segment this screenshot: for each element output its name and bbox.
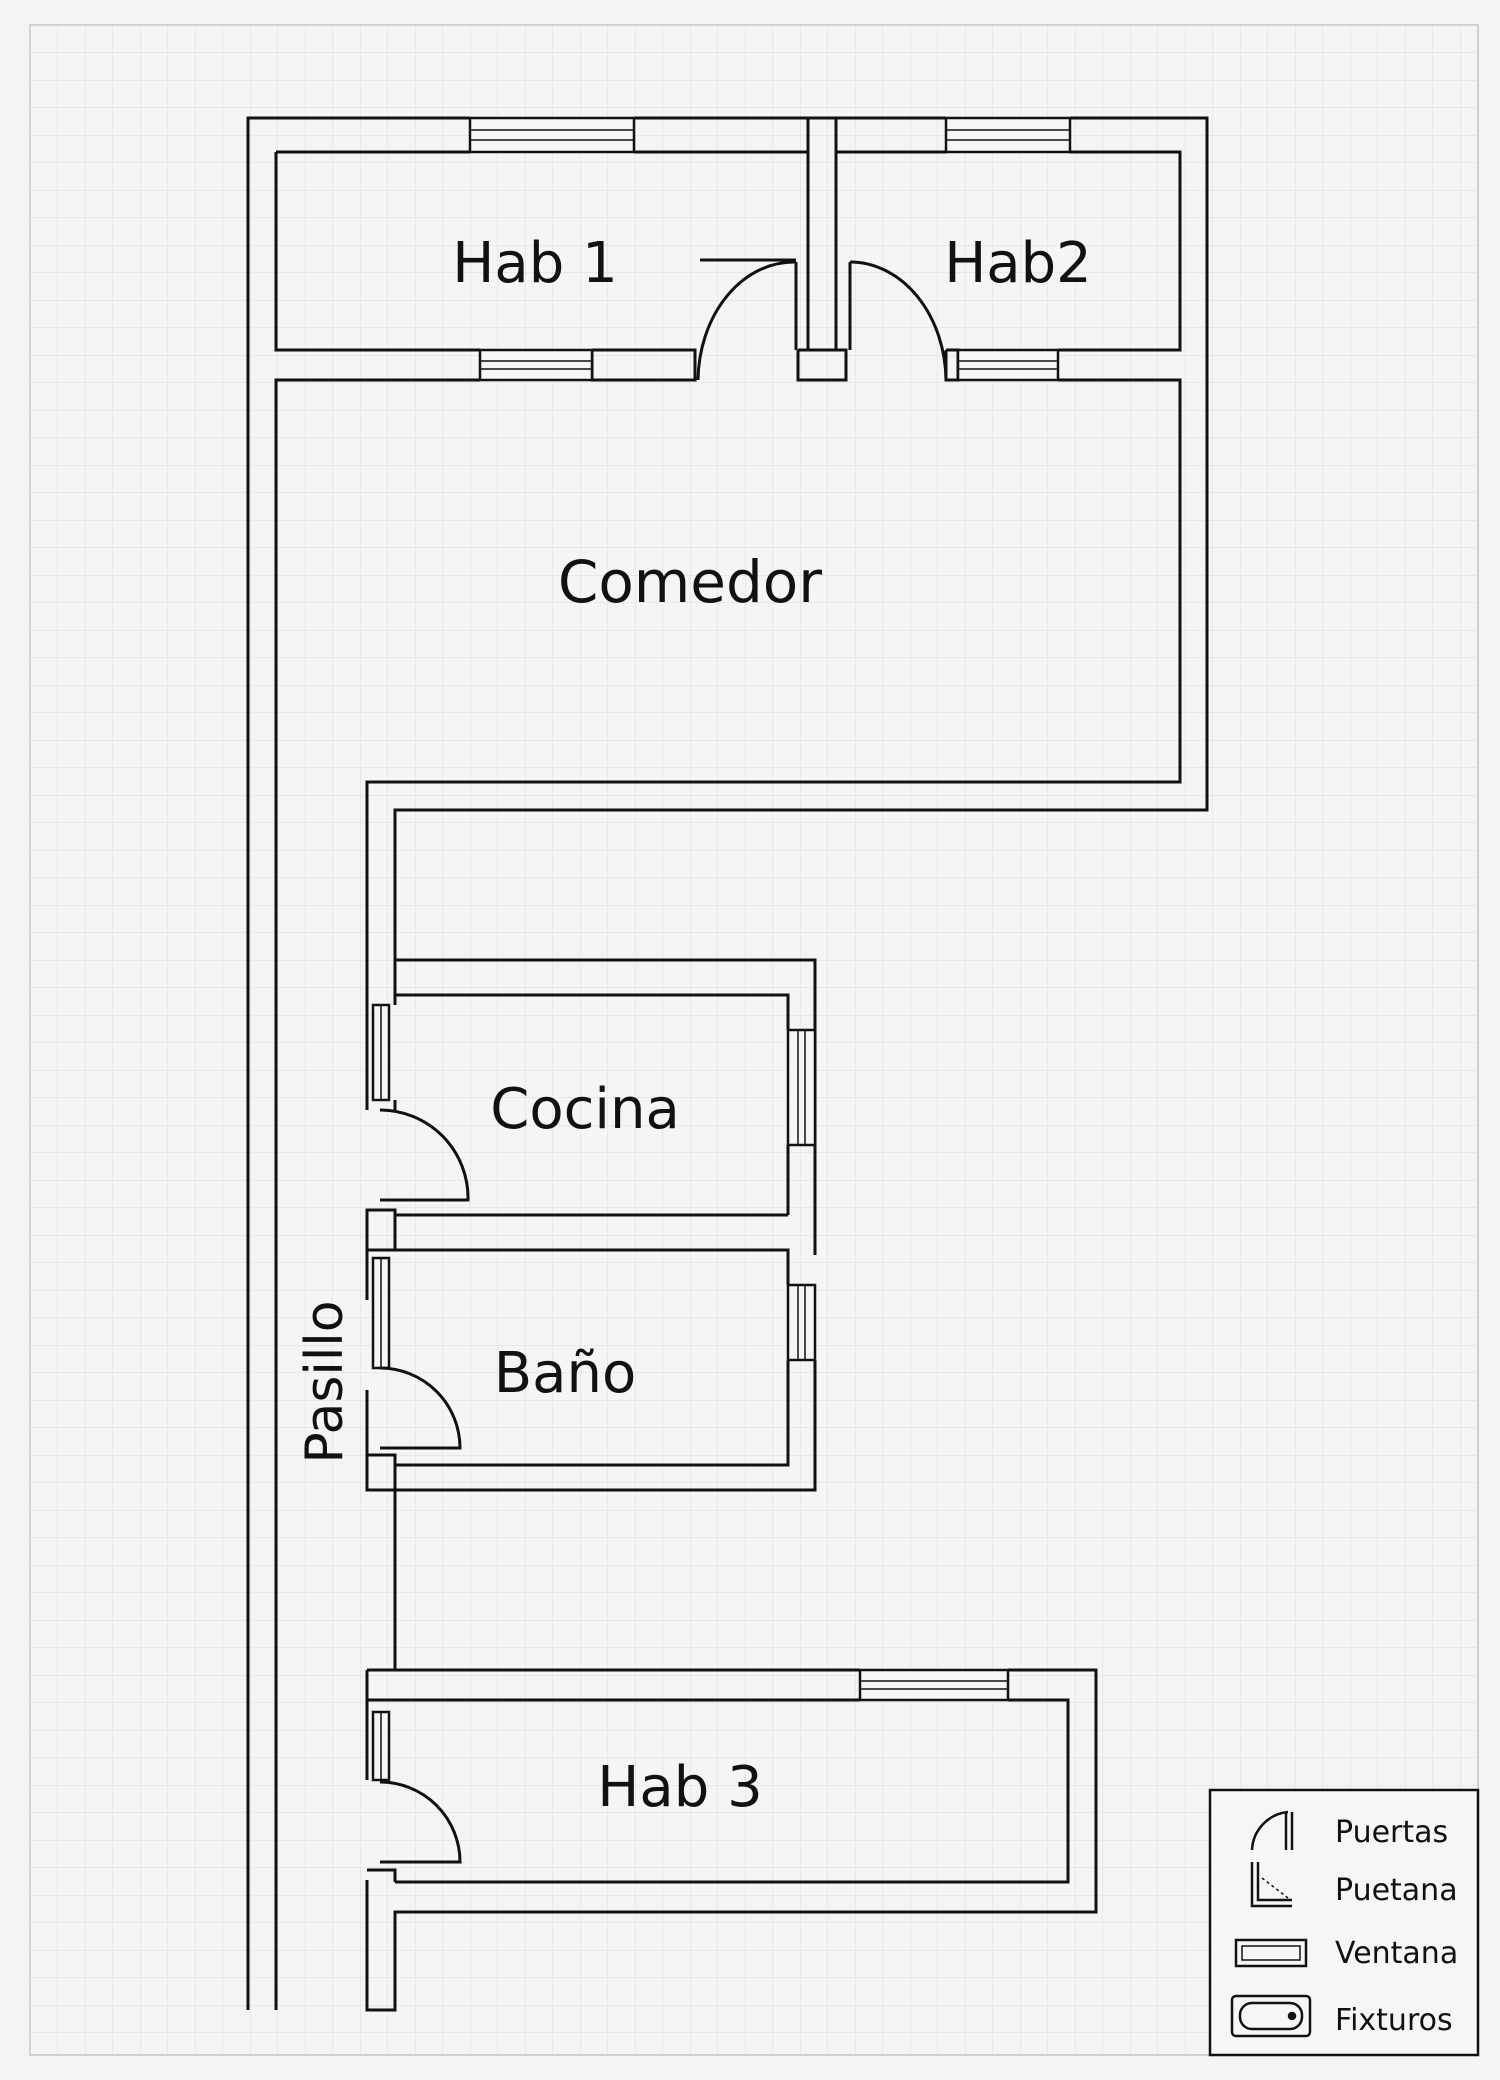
room-label-pasillo: Pasillo [295,1300,355,1463]
door-window-icon [1250,1862,1292,1908]
door-cocina [379,1108,470,1202]
room-label-hab3: Hab 3 [597,1755,762,1820]
walls [246,116,1209,2012]
legend-label-ventana: Ventana [1335,1936,1458,1971]
room-labels: Hab 1 Hab2 Comedor Cocina Baño Hab 3 Pas… [295,231,1092,1820]
window-hab2-bottom [956,348,1060,382]
room-label-comedor: Comedor [558,548,822,616]
window-cocina [786,1028,817,1147]
window-hab3 [858,1668,1010,1702]
legend-label-puetana: Puetana [1335,1873,1458,1908]
window-bano [786,1283,817,1362]
legend-label-fixturos: Fixturos [1335,2003,1453,2038]
grid-lines [30,25,1478,2055]
door-hab1-arc [696,260,797,381]
door-hab2-arc [849,260,948,381]
legend-label-puertas: Puertas [1335,1815,1448,1850]
door-bano [379,1366,462,1450]
window-hab2-top [944,116,1072,154]
window-hab1-bottom [478,348,594,382]
doors [379,258,948,1864]
door-icon [1250,1810,1294,1851]
room-label-bano: Baño [494,1341,637,1406]
room-label-hab2: Hab2 [944,231,1092,296]
room-label-cocina: Cocina [490,1077,680,1142]
door-hab3 [379,1780,462,1864]
room-label-hab1: Hab 1 [452,231,617,296]
legend: Puertas Puetana Ventana Fixturos [1208,1788,1480,2057]
bathtub-icon [1230,1994,1312,2038]
window-hab1-top [468,116,636,154]
window-icon [1234,1938,1308,1968]
